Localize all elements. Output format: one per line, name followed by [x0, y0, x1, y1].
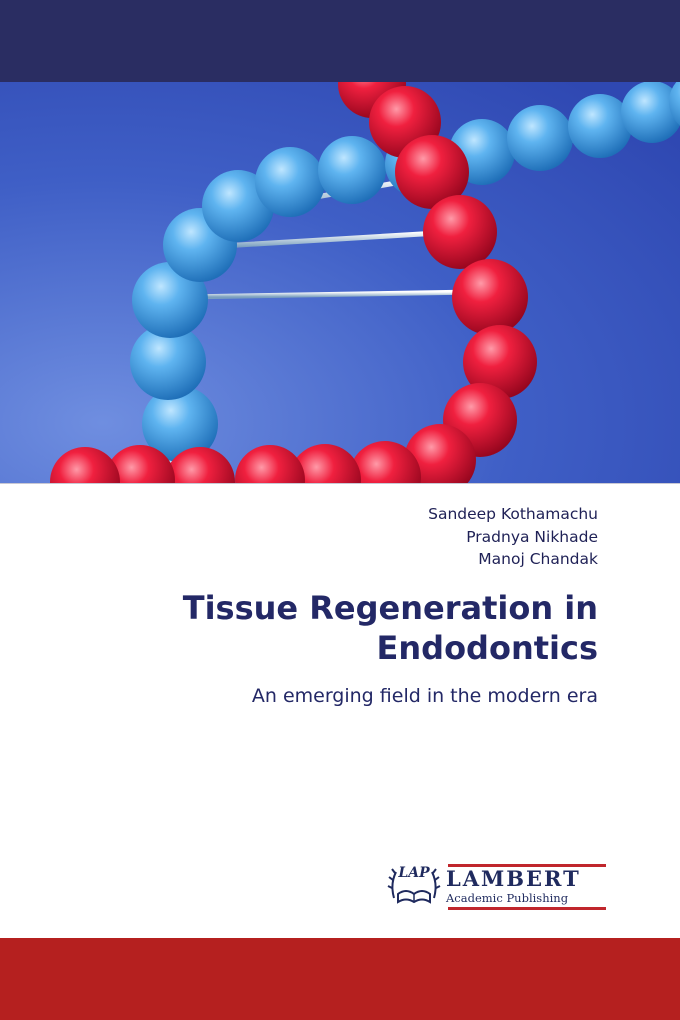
helix-red-sphere: [165, 447, 235, 483]
helix-blue-sphere: [142, 386, 218, 462]
helix-blue-sphere: [568, 94, 632, 158]
author-name: Sandeep Kothamachu: [428, 505, 598, 523]
book-subtitle: An emerging field in the modern era: [251, 685, 598, 707]
authors-block: Sandeep Kothamachu Pradnya Nikhade Manoj…: [428, 503, 598, 571]
dna-helix-illustration: [0, 82, 680, 483]
helix-rung: [182, 289, 478, 300]
publisher-tagline: Academic Publishing: [446, 891, 569, 905]
divider-line: [0, 483, 680, 484]
helix-red-sphere: [289, 444, 361, 483]
helix-blue-sphere: [318, 136, 386, 204]
helix-blue-sphere: [621, 82, 680, 143]
helix-red-sphere: [404, 424, 476, 483]
publisher-logo: LAP LAMBERT Academic Publishing: [386, 858, 608, 914]
helix-rung: [202, 229, 458, 250]
author-name: Manoj Chandak: [478, 550, 598, 568]
author-name: Pradnya Nikhade: [466, 527, 598, 546]
helix-red-sphere: [105, 445, 175, 483]
helix-red-sphere: [463, 325, 537, 399]
helix-blue-sphere: [130, 324, 206, 400]
helix-blue-sphere: [507, 105, 573, 171]
publisher-name: LAMBERT: [446, 866, 581, 891]
helix-red-sphere: [349, 441, 421, 483]
helix-red-sphere: [423, 195, 497, 269]
bottom-color-band: [0, 938, 680, 1020]
svg-text:LAP: LAP: [397, 865, 430, 881]
top-color-band: [0, 0, 680, 82]
helix-red-sphere: [452, 259, 528, 335]
publisher-rule: [448, 864, 606, 867]
helix-red-sphere: [395, 135, 469, 209]
helix-blue-sphere: [132, 262, 208, 338]
helix-blue-sphere: [669, 82, 680, 126]
helix-blue-sphere: [255, 147, 325, 217]
publisher-seal-icon: LAP: [387, 865, 441, 904]
book-title: Tissue Regeneration in Endodontics: [182, 589, 598, 667]
publisher-rule: [448, 907, 606, 910]
helix-red-sphere: [235, 445, 305, 483]
helix-red-sphere: [50, 447, 120, 483]
